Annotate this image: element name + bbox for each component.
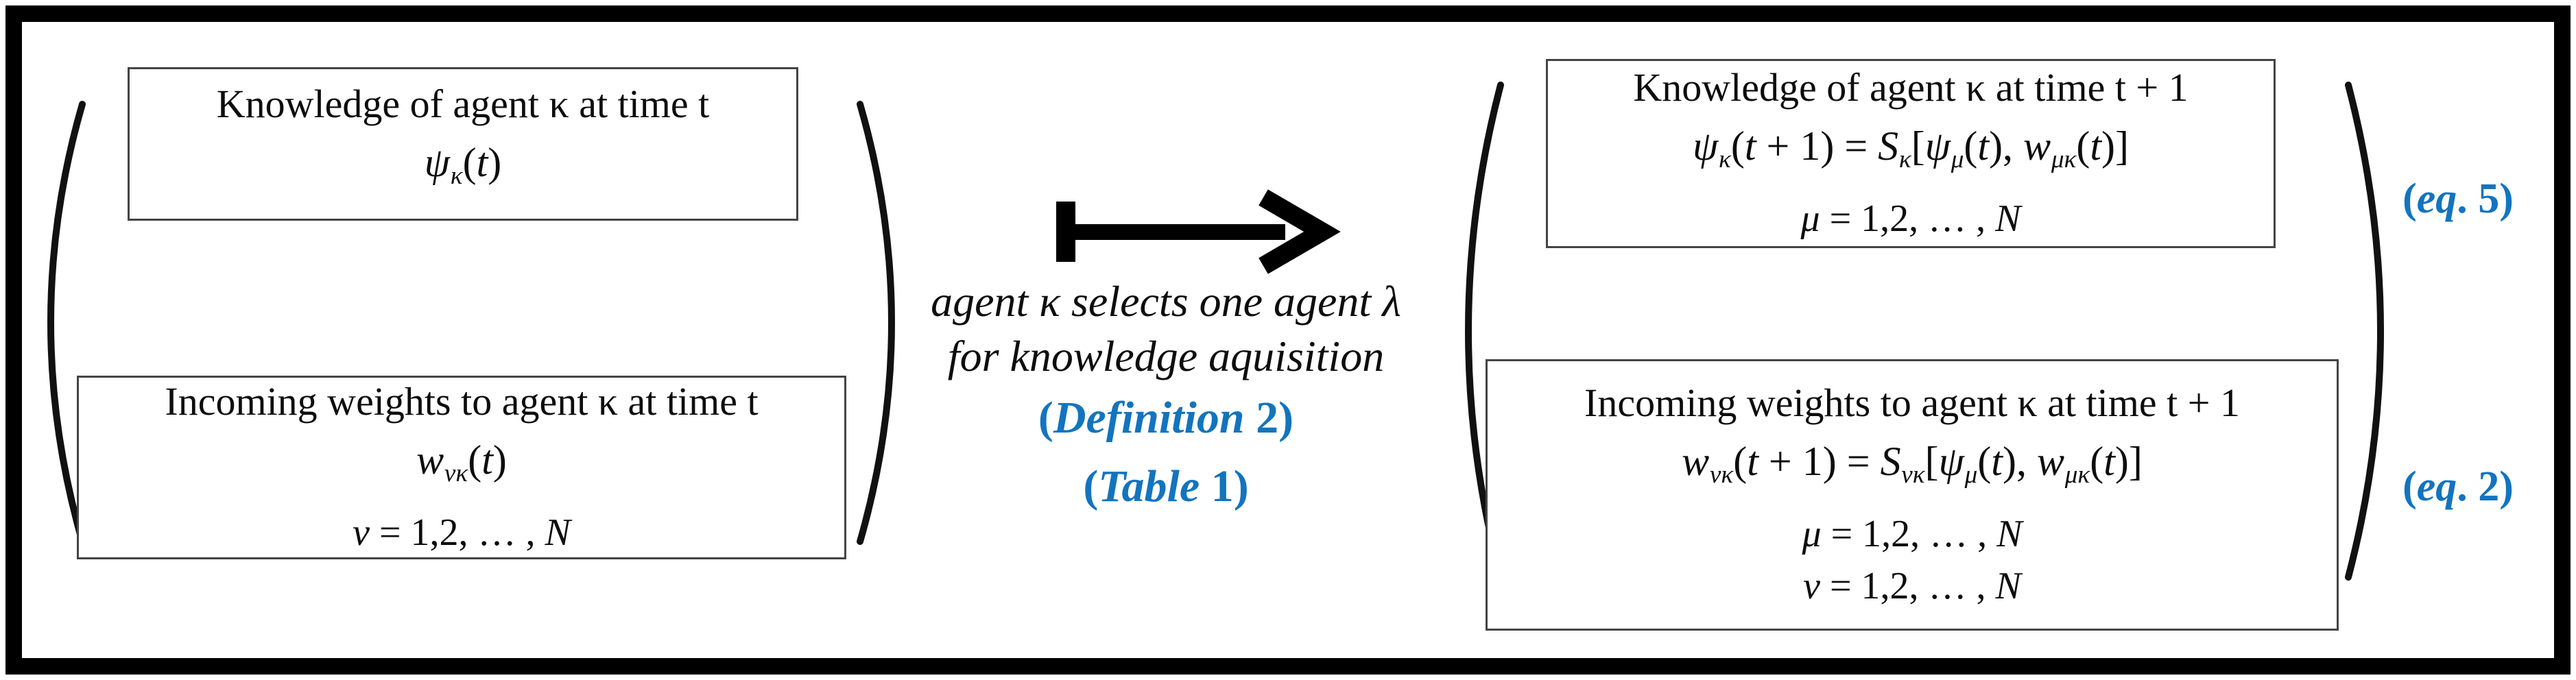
table-ref: (Table 1) — [1083, 461, 1249, 511]
right-group-close-paren-icon — [2345, 82, 2384, 581]
transition-line1: agent κ selects one agent λ — [931, 277, 1401, 326]
right-group-open-paren-icon — [1465, 82, 1504, 581]
weights-box-t-range: ν = 1,2, … , N — [353, 511, 571, 555]
transition-caption: agent κ selects one agent λ for knowledg… — [864, 274, 1468, 521]
weights-box-t1: Incoming weights to agent κ at time t + … — [1486, 359, 2339, 631]
weights-box-t: Incoming weights to agent κ at time t wν… — [77, 376, 846, 559]
knowledge-box-t1-range: μ = 1,2, … , N — [1800, 197, 2021, 241]
knowledge-box-t: Knowledge of agent κ at time t ψκ(t) — [128, 67, 798, 221]
weights-box-t-math: wνκ(t) — [416, 437, 507, 488]
weights-box-t-title: Incoming weights to agent κ at time t — [165, 378, 759, 424]
definition-ref: (Definition 2) — [1038, 393, 1294, 443]
knowledge-box-t-math: ψκ(t) — [424, 139, 502, 191]
eq5-label: (eq. 5) — [2402, 175, 2514, 222]
transition-line2: for knowledge aquisition — [947, 332, 1385, 380]
eq2-label: (eq. 2) — [2402, 463, 2514, 510]
weights-box-t1-range-nu: ν = 1,2, … , N — [1803, 565, 2021, 608]
knowledge-box-t1-math: ψκ(t + 1) = Sκ[ψμ(t), wμκ(t)] — [1693, 123, 2129, 174]
knowledge-box-t1-title: Knowledge of agent κ at time t + 1 — [1633, 64, 2189, 110]
left-group-close-paren-icon — [857, 101, 895, 545]
left-group-open-paren-icon — [47, 101, 86, 545]
weights-box-t1-title: Incoming weights to agent κ at time t + … — [1584, 380, 2240, 425]
weights-box-t1-math: wνκ(t + 1) = Sνκ[ψμ(t), wμκ(t)] — [1682, 438, 2143, 489]
knowledge-box-t1: Knowledge of agent κ at time t + 1 ψκ(t … — [1546, 59, 2276, 248]
knowledge-box-t-title: Knowledge of agent κ at time t — [216, 81, 710, 126]
mapsto-arrow-icon — [1056, 189, 1341, 274]
weights-box-t1-range-mu: μ = 1,2, … , N — [1802, 513, 2023, 556]
